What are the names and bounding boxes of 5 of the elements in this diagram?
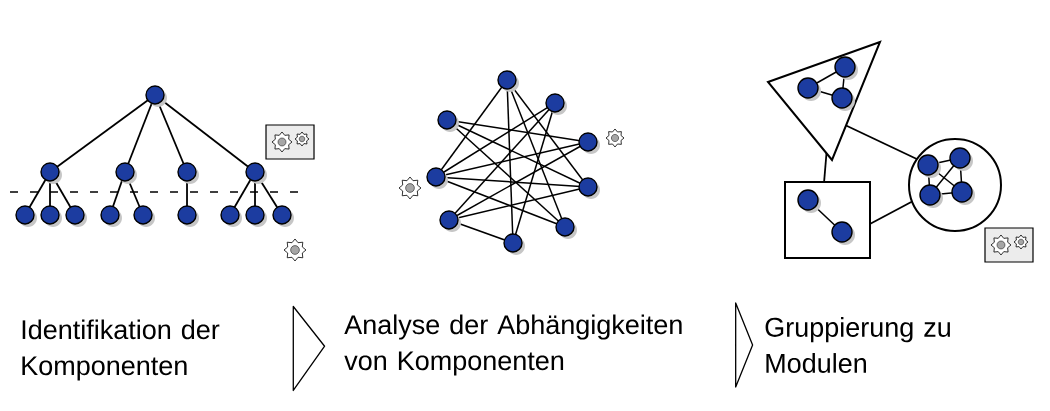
chevron-arrow (735, 302, 754, 388)
chevron-arrow (292, 305, 326, 392)
step-label: Analyse der Abhängigkeiten von Komponenten (344, 314, 682, 376)
step-label: Identifikation der Komponenten (22, 319, 220, 381)
step-label: Gruppierung zu Modulen (765, 317, 950, 373)
